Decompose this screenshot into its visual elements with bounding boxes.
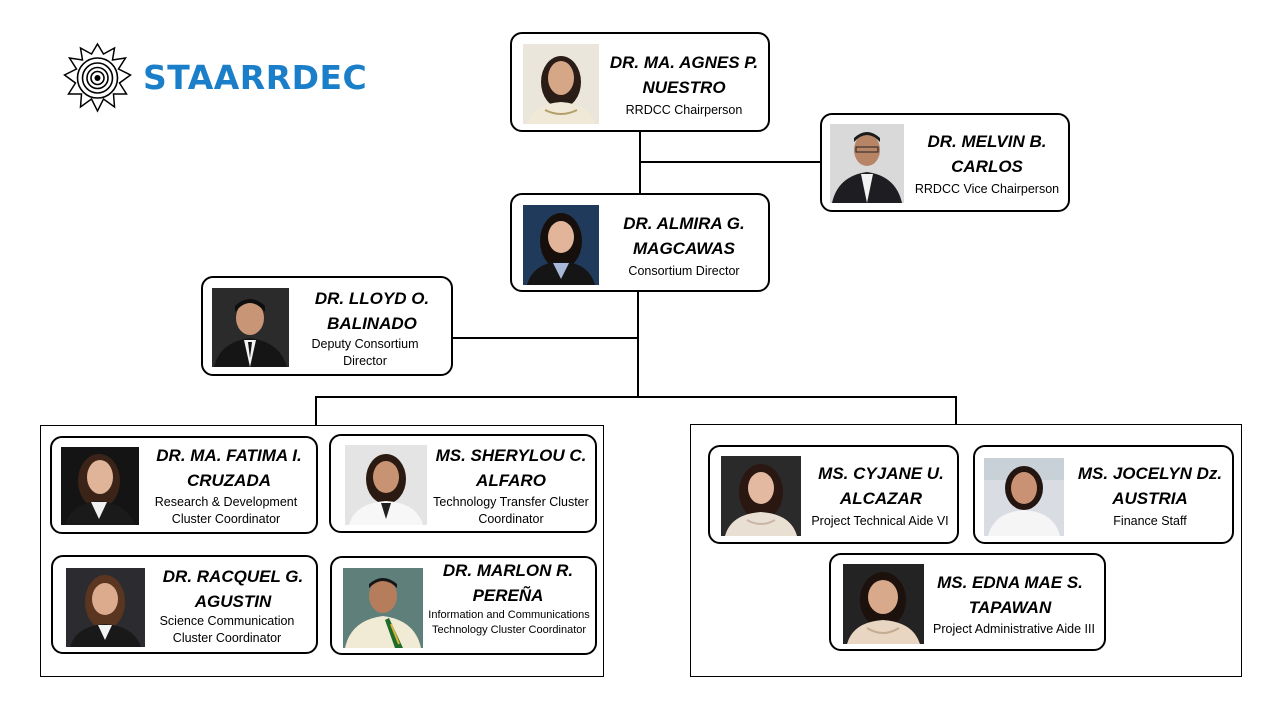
photo-chairperson [523,44,599,124]
connector-left-drop [315,396,317,426]
person-card-austria[interactable]: MS. JOCELYN Dz. AUSTRIA Finance Staff [973,445,1234,544]
person-name: DR. ALMIRA G. MAGCAWAS [623,214,745,258]
person-role: Technology Transfer Cluster Coordinator [433,495,589,526]
person-card-perena[interactable]: DR. MARLON R. PEREÑA Information and Com… [330,556,597,655]
photo-perena [343,568,423,648]
person-name: DR. MA. FATIMA I. CRUZADA [156,446,302,490]
connector-vice [640,161,820,163]
person-name: MS. SHERYLOU C. ALFARO [435,446,587,490]
person-name: DR. MELVIN B. CARLOS [927,132,1047,176]
photo-alcazar [721,456,801,536]
person-role: Project Technical Aide VI [811,514,949,528]
person-card-vice-chairperson[interactable]: DR. MELVIN B. CARLOS RRDCC Vice Chairper… [820,113,1070,212]
connector-horizontal [315,396,957,398]
person-role: Information and Communications Technolog… [428,609,590,636]
person-role: Science Communication Cluster Coordinato… [159,614,295,645]
photo-cruzada [61,447,139,525]
photo-austria [984,458,1064,536]
person-card-agustin[interactable]: DR. RACQUEL G. AGUSTIN Science Communica… [51,555,318,654]
person-role: Consortium Director [628,264,740,278]
photo-alfaro [345,445,427,525]
person-role: Project Administrative Aide III [933,622,1095,636]
logo [60,42,135,114]
person-card-cruzada[interactable]: DR. MA. FATIMA I. CRUZADA Research & Dev… [50,436,318,534]
person-name: MS. JOCELYN Dz. AUSTRIA [1077,464,1223,508]
person-card-alfaro[interactable]: MS. SHERYLOU C. ALFARO Technology Transf… [329,434,597,533]
person-card-alcazar[interactable]: MS. CYJANE U. ALCAZAR Project Technical … [708,445,959,544]
connector-deputy [452,337,637,339]
person-name: MS. EDNA MAE S. TAPAWAN [937,573,1083,617]
connector-right-drop [955,396,957,426]
sun-spiral-logo-icon [63,42,132,113]
person-name: DR. MA. AGNES P. NUESTRO [609,53,759,97]
person-card-deputy-director[interactable]: DR. LLOYD O. BALINADO Deputy Consortium … [201,276,453,376]
photo-agustin [66,568,145,647]
person-name: MS. CYJANE U. ALCAZAR [818,464,944,508]
photo-director [523,205,599,285]
logo-text: STAARRDEC [143,58,368,97]
person-role: RRDCC Vice Chairperson [914,182,1060,196]
person-role: RRDCC Chairperson [625,103,743,117]
person-role: Deputy Consortium Director [311,337,419,368]
photo-vice-chairperson [830,124,904,203]
person-name: DR. MARLON R. PEREÑA [442,561,574,605]
person-role: Finance Staff [1113,514,1187,528]
photo-deputy-director [212,288,289,367]
person-card-director[interactable]: DR. ALMIRA G. MAGCAWAS Consortium Direct… [510,193,770,292]
connector-director-down [637,292,639,397]
person-card-chairperson[interactable]: DR. MA. AGNES P. NUESTRO RRDCC Chairpers… [510,32,770,132]
person-role: Research & Development Cluster Coordinat… [154,495,298,526]
photo-tapawan [843,564,924,644]
person-card-tapawan[interactable]: MS. EDNA MAE S. TAPAWAN Project Administ… [829,553,1106,651]
person-name: DR. LLOYD O. BALINADO [314,289,430,333]
person-name: DR. RACQUEL G. AGUSTIN [162,567,304,611]
